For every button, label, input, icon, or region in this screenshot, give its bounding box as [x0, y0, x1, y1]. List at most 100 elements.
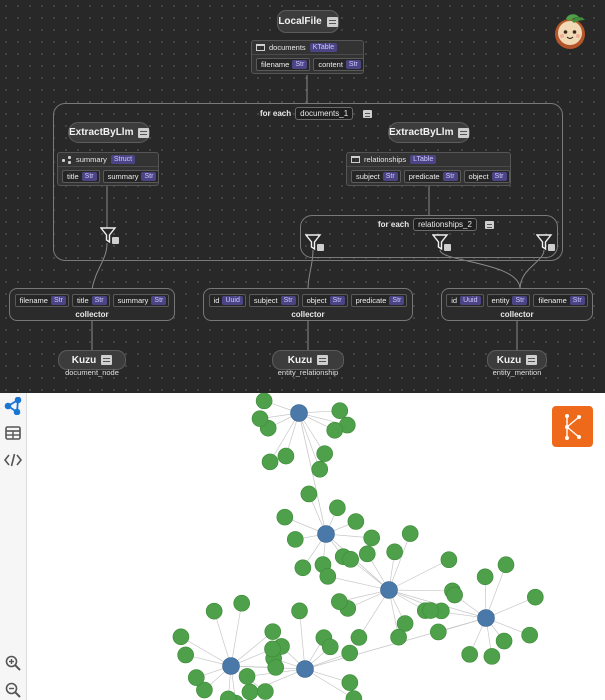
entity-node[interactable]: [238, 668, 256, 685]
entity-node[interactable]: [316, 445, 333, 462]
entity-node[interactable]: [319, 568, 337, 585]
entity-node[interactable]: [341, 644, 359, 662]
entity-node[interactable]: [347, 513, 365, 530]
entity-node[interactable]: [497, 556, 515, 573]
collect-filter-icon[interactable]: [432, 234, 452, 252]
graph-view-icon[interactable]: [3, 396, 23, 416]
entity-node[interactable]: [396, 615, 414, 632]
table-view-icon[interactable]: [3, 423, 23, 443]
document-node[interactable]: [296, 660, 314, 678]
collect-filter-icon[interactable]: [536, 234, 556, 252]
kuzu-sink-relationship[interactable]: Kuzu: [272, 350, 344, 370]
document-node[interactable]: [317, 525, 335, 543]
entity-node[interactable]: [286, 531, 304, 548]
graph-explorer[interactable]: [0, 393, 605, 700]
entity-node[interactable]: [476, 568, 494, 586]
foreach-relationships-group[interactable]: [300, 215, 558, 258]
entity-node[interactable]: [422, 602, 439, 619]
entity-node[interactable]: [311, 460, 329, 478]
entity-node[interactable]: [440, 551, 458, 568]
document-node[interactable]: [380, 581, 398, 599]
entity-node[interactable]: [255, 393, 273, 410]
entity-node[interactable]: [251, 410, 269, 427]
entity-node[interactable]: [446, 586, 463, 604]
entity-node[interactable]: [345, 690, 363, 700]
kuzu-logo: [552, 406, 593, 447]
entity-node[interactable]: [196, 681, 213, 699]
entity-node[interactable]: [401, 525, 419, 542]
entity-node[interactable]: [294, 559, 312, 577]
code-view-icon[interactable]: [3, 450, 23, 470]
zoom-in-icon[interactable]: [3, 653, 23, 673]
foreach-relationships-header: for each relationships_2: [378, 218, 494, 231]
entity-node[interactable]: [363, 529, 381, 547]
entity-node[interactable]: [331, 593, 348, 610]
kuzu-sink-mention[interactable]: Kuzu: [487, 350, 547, 370]
entity-node[interactable]: [342, 551, 359, 568]
foreach-name: documents_1: [295, 107, 354, 120]
document-node[interactable]: [477, 609, 495, 627]
entity-node[interactable]: [291, 602, 308, 620]
extract-summary-node[interactable]: ExtractByLlm: [68, 122, 150, 143]
foreach-documents-group[interactable]: [53, 103, 563, 261]
entity-node[interactable]: [276, 508, 294, 526]
entity-node[interactable]: [187, 669, 205, 686]
extract-relationships-node[interactable]: ExtractByLlm: [388, 122, 470, 143]
document-node[interactable]: [290, 404, 308, 422]
entity-node[interactable]: [277, 447, 295, 465]
entity-node[interactable]: [264, 623, 282, 640]
entity-node[interactable]: [390, 628, 407, 646]
entity-node[interactable]: [341, 674, 359, 691]
entity-node[interactable]: [495, 632, 513, 650]
entity-node[interactable]: [233, 594, 251, 612]
entity-node[interactable]: [331, 402, 349, 419]
entity-node[interactable]: [326, 421, 344, 439]
entity-node[interactable]: [267, 659, 285, 676]
entity-node[interactable]: [264, 640, 281, 658]
schema-name: documents: [269, 43, 306, 52]
graph-edge: [180, 636, 232, 667]
entity-node[interactable]: [205, 602, 223, 620]
entity-node[interactable]: [261, 453, 279, 471]
entity-node[interactable]: [521, 626, 538, 644]
sink-label: entity_relationship: [277, 368, 339, 377]
entity-node[interactable]: [430, 623, 447, 641]
localfile-node[interactable]: LocalFile: [277, 10, 339, 33]
collect-filter-icon[interactable]: [305, 234, 325, 252]
entity-node[interactable]: [461, 646, 478, 663]
entity-node[interactable]: [527, 588, 544, 606]
entity-node[interactable]: [386, 543, 403, 561]
entity-node[interactable]: [329, 499, 346, 517]
entity-node[interactable]: [358, 545, 376, 563]
entity-node[interactable]: [321, 638, 339, 656]
entity-node[interactable]: [241, 683, 259, 700]
zoom-out-icon[interactable]: [3, 680, 23, 700]
entity-node[interactable]: [177, 646, 194, 664]
document-icon: [138, 127, 149, 138]
entity-node[interactable]: [257, 683, 274, 700]
entity-node[interactable]: [172, 628, 190, 646]
entity-node[interactable]: [300, 485, 318, 503]
graph-edge: [485, 564, 507, 619]
entity-node[interactable]: [483, 648, 501, 665]
document-node[interactable]: [222, 657, 240, 675]
kuzu-sink-document[interactable]: Kuzu: [58, 350, 126, 370]
graph-canvas[interactable]: [27, 393, 605, 700]
entity-node[interactable]: [350, 629, 368, 646]
collect-filter-icon[interactable]: [100, 227, 120, 245]
entity-node[interactable]: [219, 690, 237, 700]
